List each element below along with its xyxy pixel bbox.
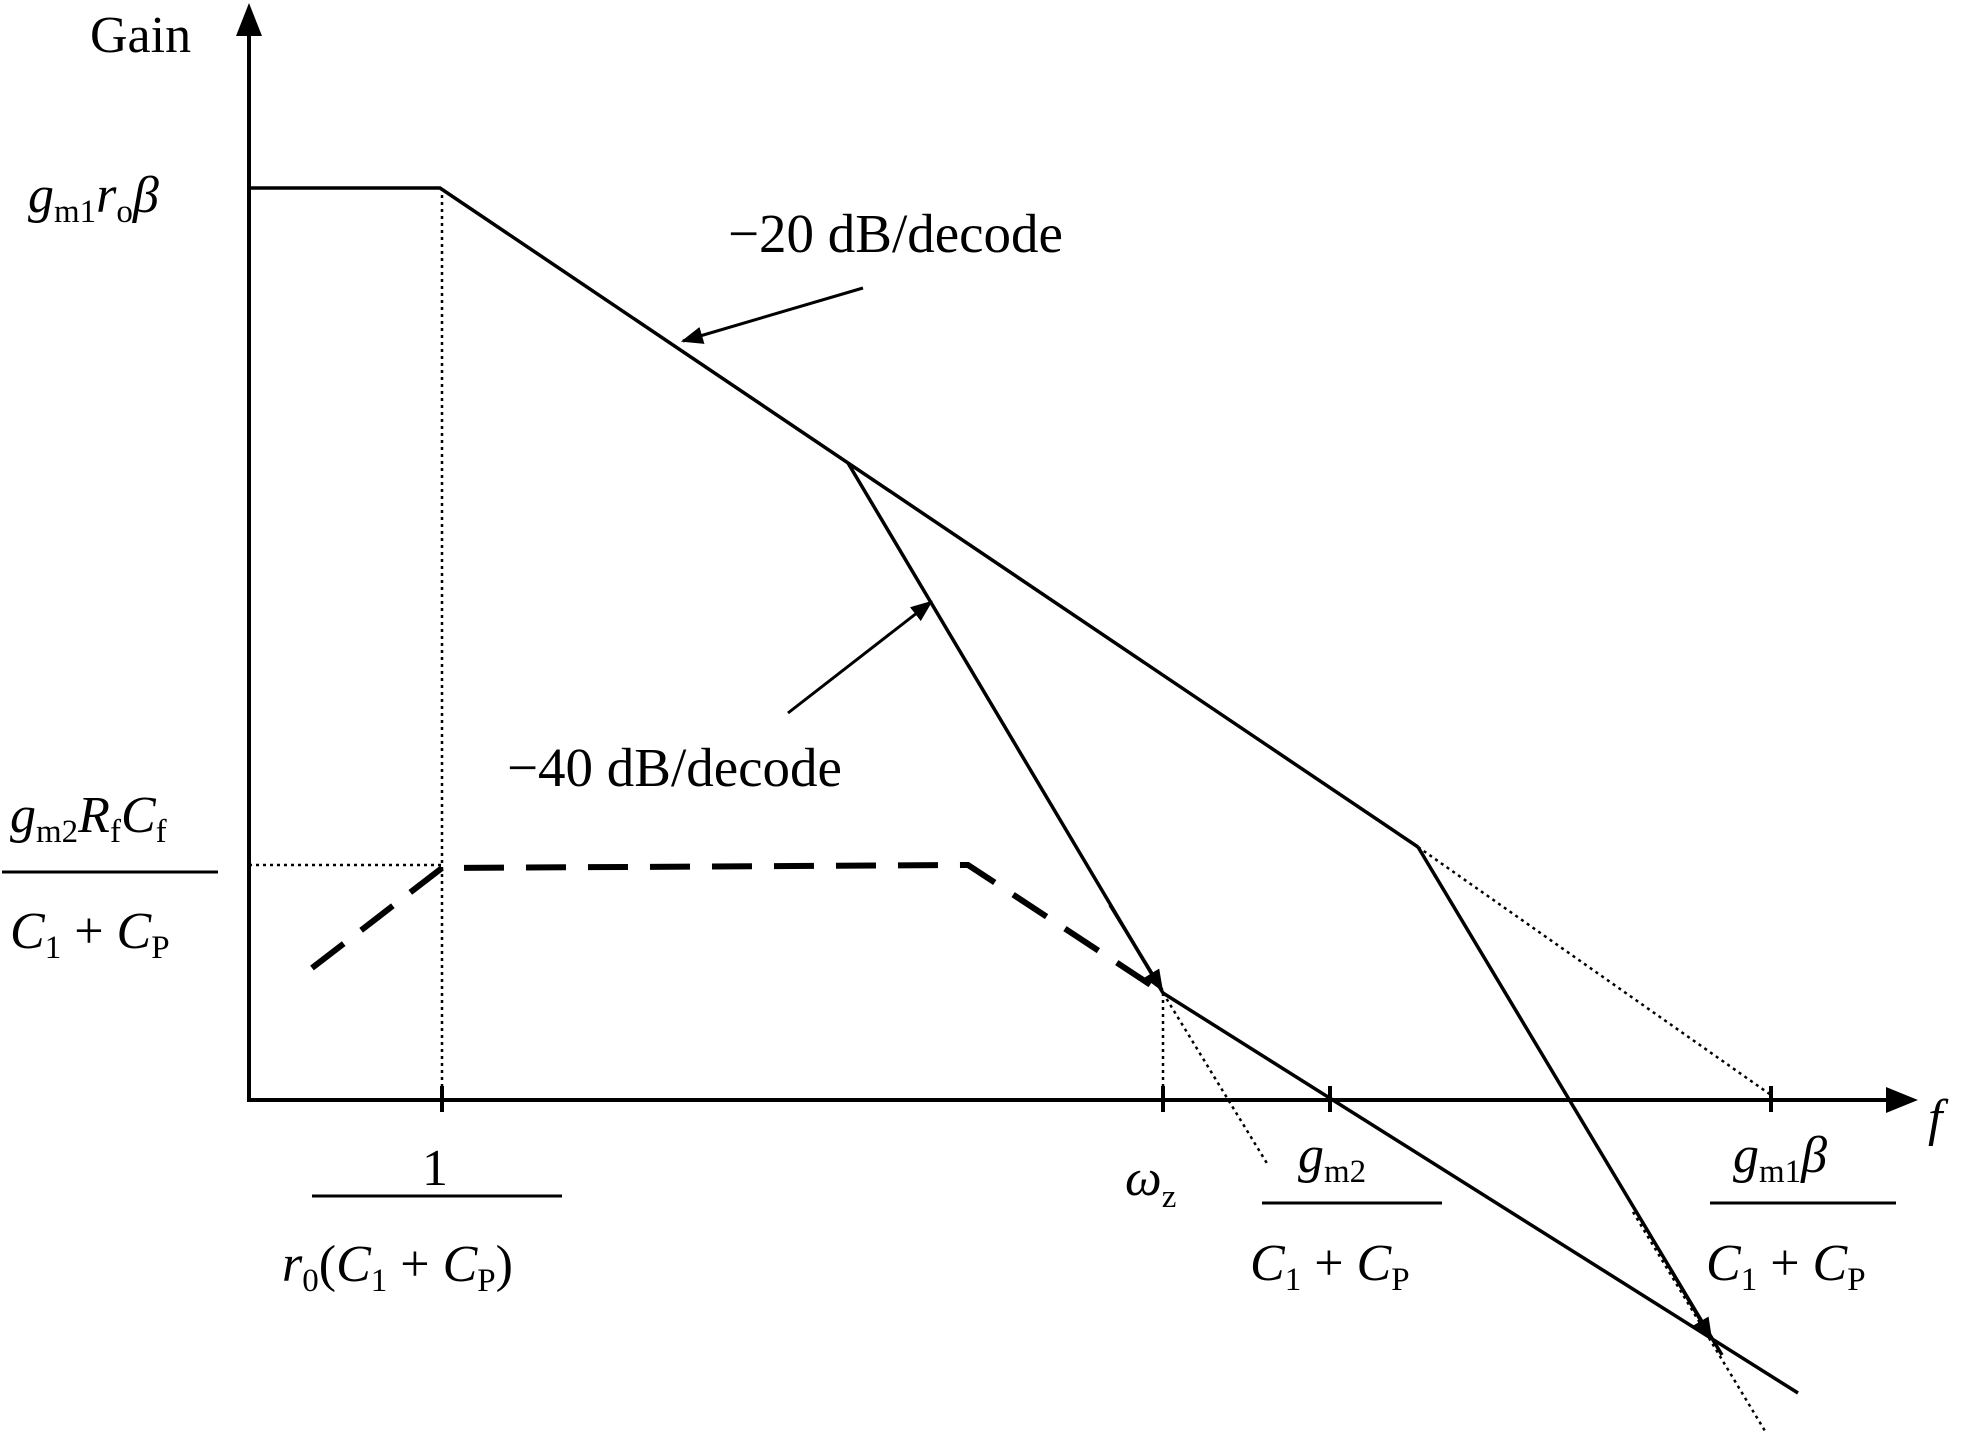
y-axis-arrowhead (236, 3, 262, 36)
extension-40db-lower (1631, 1211, 1767, 1432)
slope-20db-label: −20 dB/decode (728, 203, 1063, 264)
y-label-mid-numerator: gm2RfCf (10, 787, 167, 850)
slope-40db-label: −40 dB/decode (507, 737, 842, 798)
x-axis-arrowhead (1886, 1087, 1918, 1113)
slope-20db-arrow (680, 286, 864, 344)
compensation-dashed-curve (310, 861, 1165, 996)
y-label-mid-denominator: C1 + CP (10, 903, 170, 966)
open-loop-gain-curve (251, 186, 1419, 849)
x-label-gm1-denominator: C1 + CP (1706, 1235, 1866, 1298)
y-label-gm1-ro-beta: gm1roβ (28, 167, 159, 230)
x-label-pole1-denominator: r0(C1 + CP) (282, 1236, 513, 1299)
y-axis-label: Gain (90, 7, 191, 64)
x-label-pole1-numerator: 1 (422, 1140, 448, 1197)
feedback-20db-line (1162, 991, 1799, 1395)
crossover-arrow (1669, 1269, 1713, 1340)
x-label-gm2-denominator: C1 + CP (1250, 1235, 1410, 1298)
extension-40db-upper (1161, 992, 1270, 1166)
omega-z-arrow (1108, 904, 1164, 992)
extension-20db (1417, 845, 1772, 1097)
x-label-omega-z: ωz (1125, 1150, 1176, 1215)
slope-40db-arrow (787, 600, 933, 715)
second-pole-slope-upper (846, 462, 1165, 994)
x-label-gm2-numerator: gm2 (1298, 1127, 1366, 1190)
x-label-gm1-numerator: gm1β (1733, 1127, 1827, 1190)
x-axis-label: f (1928, 1090, 1949, 1147)
